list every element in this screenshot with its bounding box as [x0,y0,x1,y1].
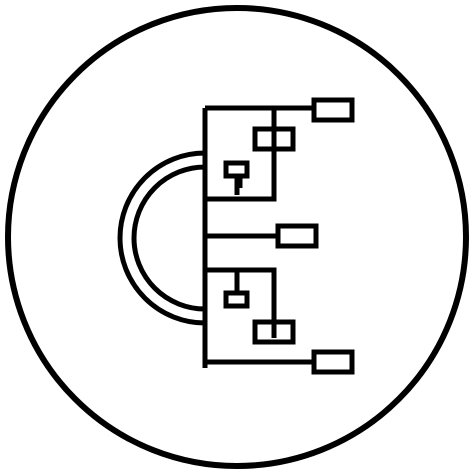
half-ring-arc [117,150,208,326]
lower-group-box [205,267,277,338]
lower-bottom-node [311,349,355,375]
upper-top-node [311,97,355,123]
upper-mid-node [252,126,296,152]
upper-small-node [223,160,250,179]
middle-node [275,223,319,249]
lower-mid-node [252,319,296,345]
outer-circle [5,5,469,469]
lower-small-node [223,290,250,309]
